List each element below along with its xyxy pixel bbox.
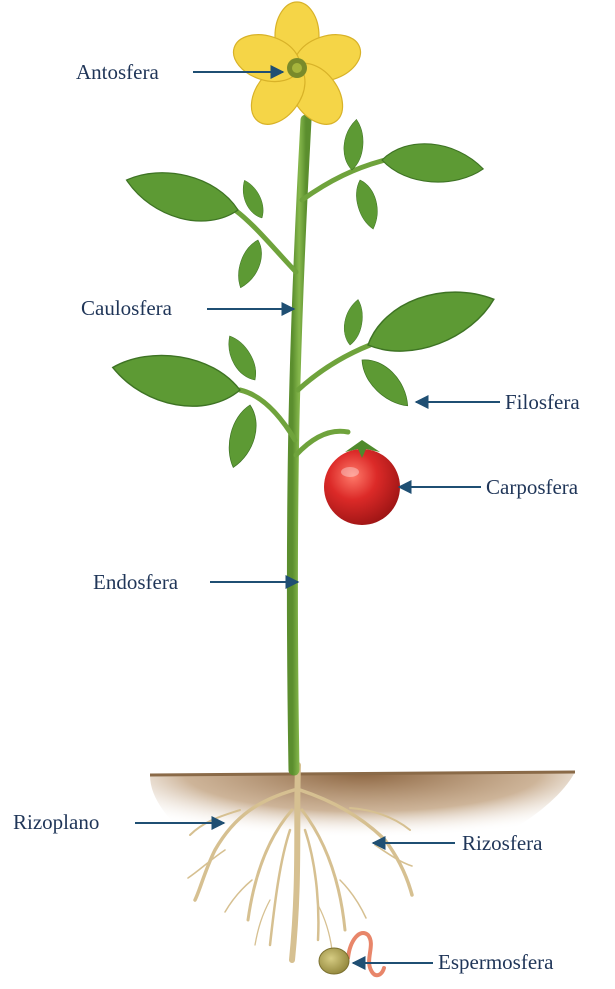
label-endosfera: Endosfera <box>93 572 178 593</box>
fruit <box>324 440 400 525</box>
flower <box>227 2 366 134</box>
label-rizoplano: Rizoplano <box>13 812 99 833</box>
seed <box>319 933 384 975</box>
label-carposfera: Carposfera <box>486 477 578 498</box>
label-rizosfera: Rizosfera <box>462 833 542 854</box>
label-antosfera: Antosfera <box>76 62 159 83</box>
label-caulosfera: Caulosfera <box>81 298 172 319</box>
label-espermosfera: Espermosfera <box>438 952 553 973</box>
label-filosfera: Filosfera <box>505 392 580 413</box>
